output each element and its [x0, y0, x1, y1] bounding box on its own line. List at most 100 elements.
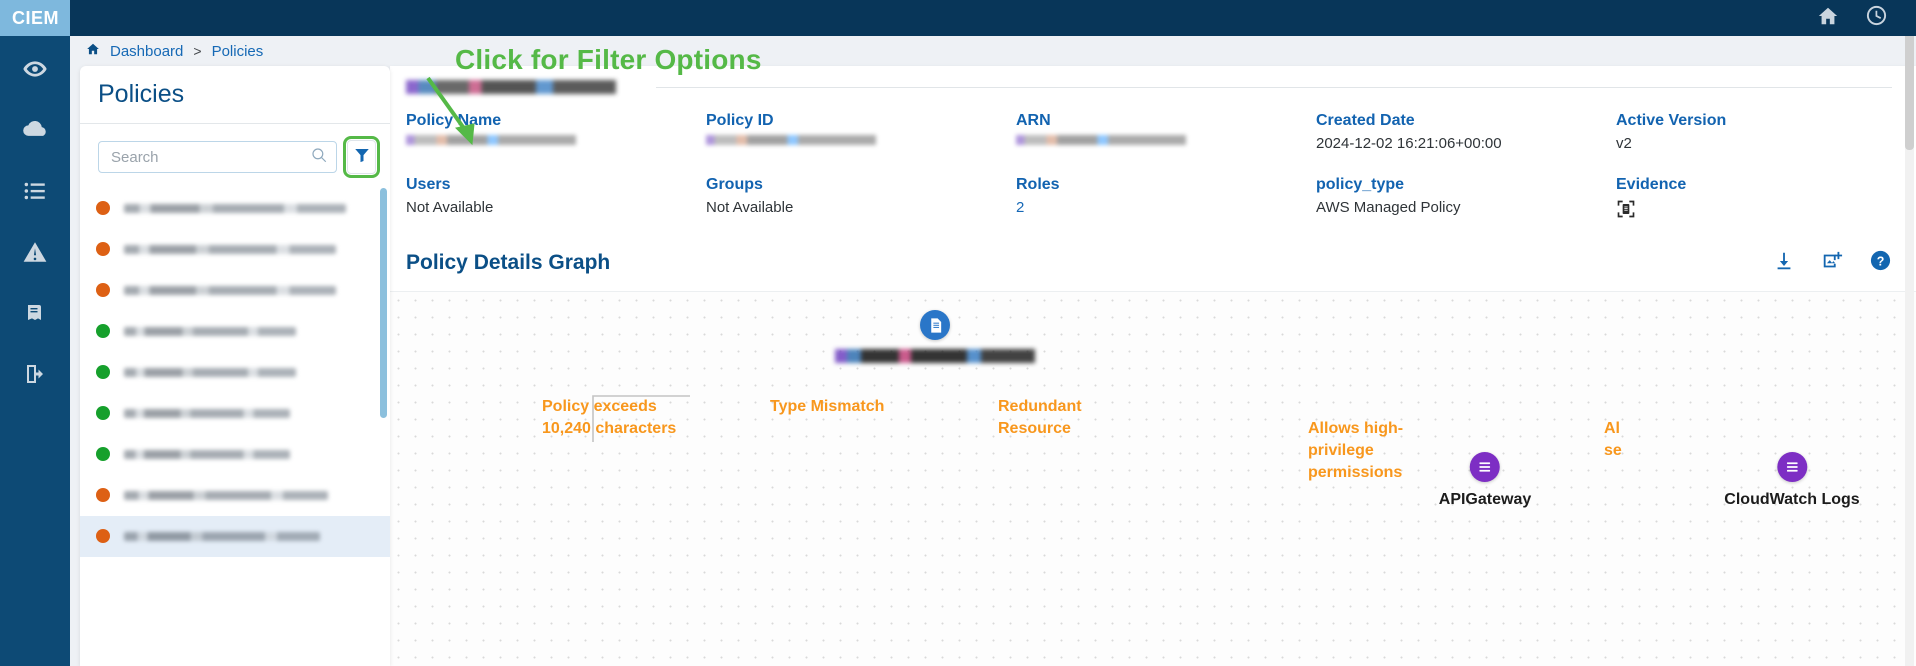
policy-title-redacted	[406, 80, 616, 94]
list-item-label	[124, 490, 328, 500]
sidebar-item-cloud[interactable]	[18, 115, 52, 149]
meta-label: Policy ID	[706, 112, 774, 129]
download-icon[interactable]	[1773, 250, 1795, 277]
page-scrollbar[interactable]	[1905, 0, 1914, 666]
book-icon	[23, 301, 47, 330]
sidebar-item-alerts[interactable]	[18, 237, 52, 271]
breadcrumb: Dashboard > Policies	[70, 36, 1916, 66]
home-button[interactable]	[1817, 5, 1839, 32]
graph-annotation: Type Mismatch	[770, 398, 885, 415]
breadcrumb-policies[interactable]: Policies	[211, 42, 264, 60]
sidebar-item-reports[interactable]	[18, 298, 52, 332]
graph-annotation: Allows high- privilege permissions	[1308, 420, 1404, 481]
meta-field: Created Date 2024-12-02 16:21:06+00:00	[1316, 112, 1616, 170]
service-list-icon	[1469, 452, 1500, 482]
policy-document-icon	[920, 310, 950, 340]
meta-field: Policy Name	[406, 112, 706, 170]
list-item[interactable]	[80, 475, 390, 516]
list-item-label	[124, 449, 290, 459]
callout-arrow	[422, 74, 492, 154]
graph-annotation: Policy exceeds 10,240 characters	[542, 398, 677, 437]
search-row	[80, 124, 390, 188]
meta-value: v2	[1616, 135, 1632, 152]
search-icon	[310, 146, 328, 169]
meta-label: Created Date	[1316, 112, 1415, 129]
search-box[interactable]	[98, 141, 337, 173]
search-input[interactable]	[111, 148, 310, 166]
meta-field: Evidence	[1616, 176, 1876, 241]
graph-node[interactable]: CloudWatch Logs	[1724, 452, 1860, 509]
list-item-label	[124, 326, 296, 336]
eye-icon	[22, 56, 48, 87]
meta-field: Roles 2	[1016, 176, 1316, 241]
list-item-label	[124, 408, 290, 418]
divider	[80, 123, 390, 124]
list-item[interactable]	[80, 311, 390, 352]
graph-header: Policy Details Graph ?	[390, 241, 1916, 277]
list-item-label	[124, 367, 296, 377]
history-button[interactable]	[1865, 4, 1888, 32]
meta-value: AWS Managed Policy	[1316, 199, 1461, 216]
meta-label: ARN	[1016, 112, 1051, 129]
status-dot	[96, 242, 110, 256]
home-icon	[86, 42, 100, 60]
meta-value: Not Available	[406, 199, 494, 216]
list-scrollbar[interactable]	[380, 188, 387, 418]
graph-annotation: Al se	[1604, 420, 1622, 459]
sidebar-item-logout[interactable]	[18, 359, 52, 393]
meta-label: Roles	[1016, 176, 1060, 193]
policy-graph-canvas[interactable]: APIGateway CloudWatch Logs Policy exceeds…	[390, 291, 1916, 666]
meta-value[interactable]: 2	[1016, 199, 1025, 216]
policies-list[interactable]	[80, 188, 390, 666]
graph-annotation: Redundant Resource	[998, 398, 1082, 437]
brand-logo: CIEM	[0, 0, 70, 36]
meta-value: 2024-12-02 16:21:06+00:00	[1316, 135, 1502, 152]
image-export-icon[interactable]	[1821, 250, 1843, 277]
help-circle-icon[interactable]: ?	[1869, 249, 1892, 277]
list-item[interactable]	[80, 270, 390, 311]
policy-detail-panel: Policy Name Policy ID ARN Created Date 2024-…	[390, 66, 1916, 666]
detail-header	[390, 66, 1916, 94]
policies-list-panel: Policies	[80, 66, 390, 666]
meta-value	[406, 135, 706, 163]
list-icon	[22, 178, 48, 209]
list-item[interactable]	[80, 393, 390, 434]
list-item-label	[124, 244, 336, 254]
meta-label: Evidence	[1616, 176, 1687, 193]
list-item[interactable]	[80, 352, 390, 393]
top-bar	[70, 0, 1916, 36]
status-dot	[96, 324, 110, 338]
evidence-scan-icon[interactable]	[1616, 199, 1876, 241]
redacted-value	[706, 135, 876, 145]
redacted-value	[406, 135, 576, 145]
meta-label: policy_type	[1316, 176, 1405, 193]
list-item-label	[124, 203, 346, 213]
sidebar-icon-list	[0, 36, 70, 393]
graph-node-label: APIGateway	[1438, 491, 1532, 508]
graph-node[interactable]: APIGateway	[1439, 452, 1531, 509]
list-item[interactable]	[80, 229, 390, 270]
breadcrumb-dashboard[interactable]: Dashboard	[110, 42, 184, 60]
meta-label: Policy Name	[406, 112, 502, 129]
status-dot	[96, 447, 110, 461]
list-item[interactable]	[80, 516, 390, 557]
meta-label: Groups	[706, 176, 763, 193]
list-item[interactable]	[80, 188, 390, 229]
page-title: Policies	[98, 80, 185, 108]
meta-value: Not Available	[706, 199, 794, 216]
sidebar-item-inventory[interactable]	[18, 176, 52, 210]
sidebar-item-overview[interactable]	[18, 54, 52, 88]
graph-root-node[interactable]	[835, 310, 1035, 363]
status-dot	[96, 406, 110, 420]
cloud-icon	[21, 116, 49, 149]
service-list-icon	[1776, 452, 1807, 482]
panels: Policies	[70, 66, 1916, 666]
meta-field: ARN	[1016, 112, 1316, 170]
list-item[interactable]	[80, 434, 390, 475]
main-content: Dashboard > Policies Policies	[70, 0, 1916, 666]
page-scrollbar-thumb[interactable]	[1905, 0, 1914, 150]
filter-button[interactable]	[343, 136, 380, 178]
meta-field: Policy ID	[706, 112, 1016, 170]
